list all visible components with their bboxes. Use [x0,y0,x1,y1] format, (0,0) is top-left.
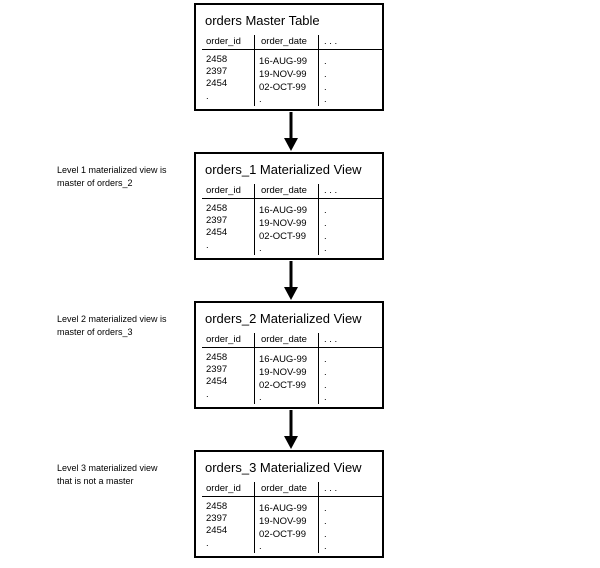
cell-more: . [324,367,327,378]
column-header-more: . . . [324,185,338,196]
column-divider [318,35,319,106]
header-divider [202,347,382,348]
cell-order-id: . [206,91,209,102]
cell-order-date: 16-AUG-99 [259,205,308,216]
down-arrow-icon [284,410,298,449]
header-divider [202,198,382,199]
column-divider [318,184,319,255]
cell-more: . [324,69,327,80]
orders-3-materialized-view-box: orders_3 Materialized View order_id orde… [194,450,384,558]
cell-order-id: 2454 [206,227,228,238]
cell-order-id: . [206,538,209,549]
column-divider [254,482,255,553]
column-header-order-date: order_date [261,483,307,494]
cell-more: . [324,205,327,216]
cell-order-id: 2397 [206,215,228,226]
cell-order-date: 02-OCT-99 [259,82,306,93]
note-line: master of orders_2 [57,178,133,188]
cell-order-id: 2397 [206,66,228,77]
column-header-more: . . . [324,36,338,47]
note-line: master of orders_3 [57,327,133,337]
cell-more: . [324,529,327,540]
note-line: that is not a master [57,476,134,486]
cell-order-id: 2454 [206,376,228,387]
cell-order-date: 02-OCT-99 [259,380,306,391]
cell-order-id: 2458 [206,501,228,512]
cell-order-date: . [259,243,262,254]
cell-order-date: 19-NOV-99 [259,516,307,527]
cell-order-date: 19-NOV-99 [259,367,307,378]
box-title: orders Master Table [205,13,320,28]
cell-order-date: 16-AUG-99 [259,56,308,67]
header-divider [202,49,382,50]
cell-more: . [324,516,327,527]
cell-order-id: 2397 [206,513,228,524]
cell-order-date: . [259,541,262,552]
orders-1-materialized-view-box: orders_1 Materialized View order_id orde… [194,152,384,260]
level-3-note: Level 3 materialized view that is not a … [57,462,158,488]
note-line: Level 2 materialized view is [57,314,167,324]
column-header-order-date: order_date [261,185,307,196]
box-title: orders_3 Materialized View [205,460,362,475]
cell-order-id: 2397 [206,364,228,375]
down-arrow-icon [284,112,298,151]
cell-order-date: 19-NOV-99 [259,218,307,229]
cell-order-date: 02-OCT-99 [259,231,306,242]
cell-more: . [324,56,327,67]
cell-order-date: 16-AUG-99 [259,354,308,365]
cell-more: . [324,243,327,254]
cell-more: . [324,231,327,242]
down-arrow-icon [284,261,298,300]
column-divider [318,482,319,553]
cell-order-id: 2458 [206,54,228,65]
column-header-order-id: order_id [206,36,241,47]
cell-more: . [324,218,327,229]
cell-order-id: 2454 [206,78,228,89]
orders-master-table-box: orders Master Table order_id order_date … [194,3,384,111]
cell-more: . [324,380,327,391]
cell-order-date: . [259,94,262,105]
column-divider [254,333,255,404]
column-header-more: . . . [324,483,338,494]
cell-more: . [324,392,327,403]
note-line: Level 3 materialized view [57,463,158,473]
column-header-order-date: order_date [261,334,307,345]
column-header-order-date: order_date [261,36,307,47]
cell-more: . [324,354,327,365]
box-title: orders_1 Materialized View [205,162,362,177]
column-divider [318,333,319,404]
box-title: orders_2 Materialized View [205,311,362,326]
cell-more: . [324,94,327,105]
level-1-note: Level 1 materialized view is master of o… [57,164,167,190]
cell-order-id: 2454 [206,525,228,536]
cell-order-id: 2458 [206,352,228,363]
cell-more: . [324,503,327,514]
level-2-note: Level 2 materialized view is master of o… [57,313,167,339]
cell-order-id: . [206,389,209,400]
cell-order-date: . [259,392,262,403]
column-divider [254,184,255,255]
column-divider [254,35,255,106]
cell-more: . [324,82,327,93]
note-line: Level 1 materialized view is [57,165,167,175]
column-header-order-id: order_id [206,334,241,345]
orders-2-materialized-view-box: orders_2 Materialized View order_id orde… [194,301,384,409]
cell-order-id: . [206,240,209,251]
header-divider [202,496,382,497]
cell-order-date: 19-NOV-99 [259,69,307,80]
cell-more: . [324,541,327,552]
column-header-order-id: order_id [206,185,241,196]
column-header-order-id: order_id [206,483,241,494]
cell-order-date: 02-OCT-99 [259,529,306,540]
cell-order-id: 2458 [206,203,228,214]
cell-order-date: 16-AUG-99 [259,503,308,514]
column-header-more: . . . [324,334,338,345]
